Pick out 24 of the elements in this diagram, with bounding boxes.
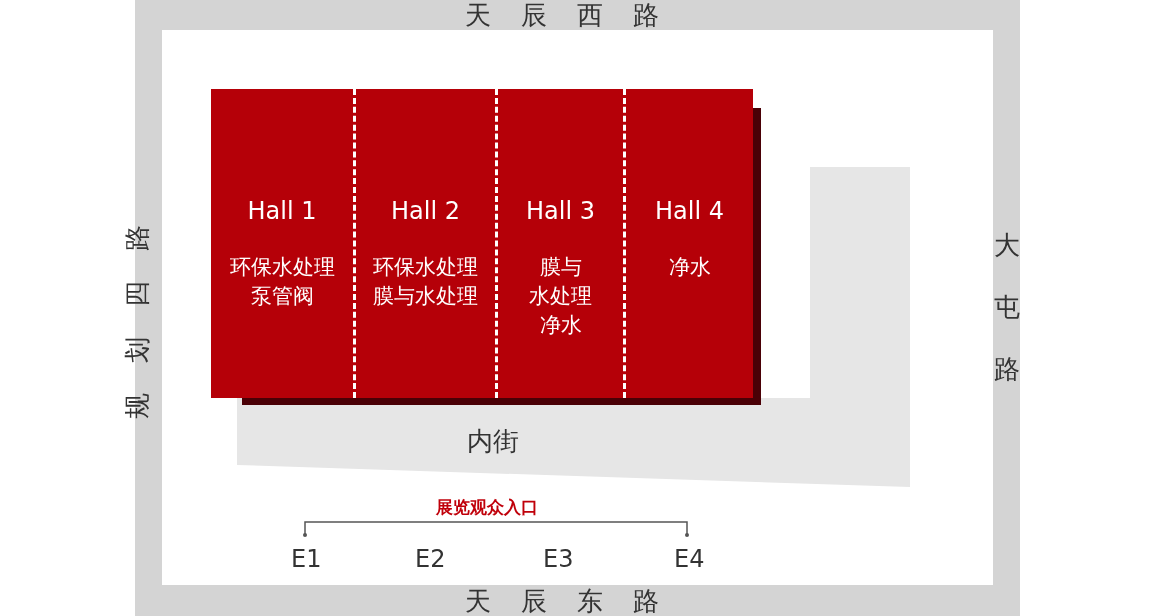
hall-area xyxy=(211,89,353,398)
entrance-label: E2 xyxy=(415,545,446,573)
hall-name: Hall 4 xyxy=(654,197,725,225)
hall-category: 膜与水处理净水 xyxy=(528,254,593,339)
hall-name: Hall 3 xyxy=(525,197,596,225)
hall-area xyxy=(495,89,623,398)
hall-category: 环保水处理泵管阀 xyxy=(228,254,336,310)
hall-category: 净水 xyxy=(667,254,712,281)
hall-area xyxy=(353,89,495,398)
hall-category: 环保水处理膜与水处理 xyxy=(372,254,479,310)
road-name: 规划四路 xyxy=(122,195,152,419)
entrance-label: E1 xyxy=(291,545,322,573)
road-name: 天辰东路 xyxy=(465,586,689,616)
hall-area xyxy=(623,89,753,398)
entrance-label: E3 xyxy=(543,545,574,573)
road-band xyxy=(135,0,1020,30)
road-band xyxy=(135,585,1020,616)
hall-name: Hall 2 xyxy=(390,197,461,225)
street-label: 内街 xyxy=(467,425,519,458)
hall-name: Hall 1 xyxy=(246,197,318,225)
road-name: 天辰西路 xyxy=(465,0,689,30)
entrance-caption: 展览观众入口 xyxy=(436,496,538,519)
road-name: 大屯路 xyxy=(993,229,1020,386)
entrance-label: E4 xyxy=(674,545,705,573)
